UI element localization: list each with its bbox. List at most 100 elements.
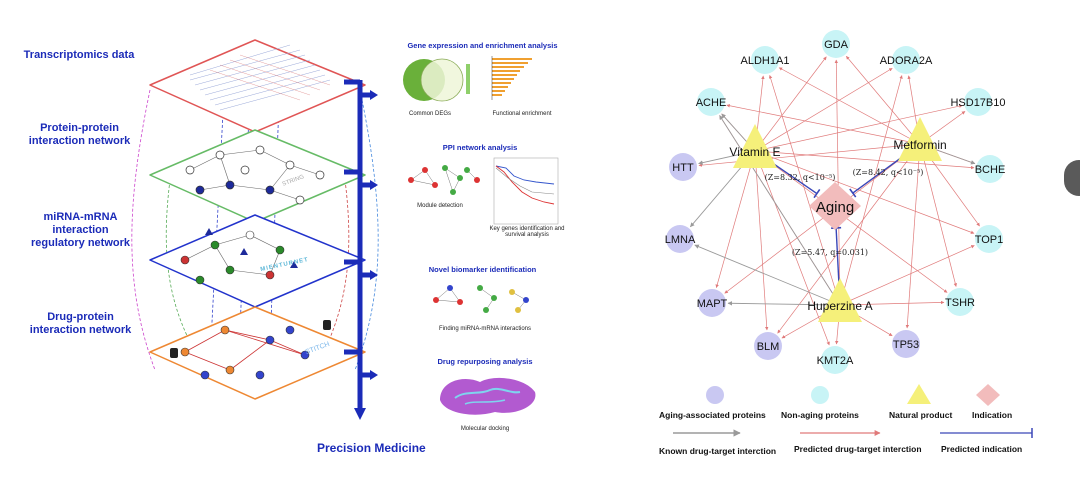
edge-stat-label: (Z=5.47, q=0.031) [792,248,868,257]
svg-text:HTT: HTT [672,162,694,174]
node-hsd17b10[interactable]: HSD17B10 [950,88,1006,116]
svg-text:BCHE: BCHE [975,164,1006,176]
drug-node-vitamin-e[interactable]: Vitamin E [729,124,781,168]
node-bche[interactable]: BCHE [975,155,1006,183]
edge-huperzine-a-aldh1a1 [768,74,841,306]
survival-plot [493,157,559,225]
legend-aging-node-icon [706,386,724,404]
ppi-layer [149,129,366,223]
svg-text:TSHR: TSHR [945,297,975,309]
edge-vitamin-e-adora2a [754,67,893,152]
edge-huperzine-a-mapt [727,301,841,306]
layer-label-drug-protein: Drug-protein interaction network [29,311,132,336]
edge-huperzine-a-adora2a [839,75,903,306]
venn-diagram [403,58,470,102]
edge-huperzine-a-top1 [839,245,975,306]
node-tp53[interactable]: TP53 [892,330,920,358]
side-scroll-handle[interactable] [1064,160,1080,196]
mirna-interaction-network [433,285,529,313]
svg-text:KMT2A: KMT2A [817,355,854,367]
edge-metformin-mapt [724,143,921,294]
mirna-layer [149,214,366,308]
node-aldh1a1[interactable]: ALDH1A1 [741,46,790,74]
edge-vitamin-e-gda [754,56,827,152]
legend-known-label: Known drug-target interction [659,446,777,456]
node-htt[interactable]: HTT [669,153,697,181]
edge-huperzine-a-gda [834,59,841,306]
edge-metformin-blm [777,143,921,334]
edge-stat-label: (Z=8.42, q<10⁻⁵) [853,168,924,177]
drug-node-huperzine-a[interactable]: Huperzine A [807,278,873,322]
svg-text:TOP1: TOP1 [975,234,1004,246]
svg-text:Huperzine A: Huperzine A [807,299,872,313]
edge-metformin-tp53 [905,143,921,329]
precision-medicine-label: Precision Medicine [317,441,426,455]
edge-huperzine-a-tshr [839,300,945,306]
svg-text:Vitamin E: Vitamin E [729,145,780,159]
node-kmt2a[interactable]: KMT2A [817,346,854,374]
legend-natural-product-label: Natural product [889,410,953,420]
molecular-docking-image [440,377,536,415]
module-network [408,165,480,195]
edge-vitamin-e-kmt2a [754,150,830,346]
layer-label-transcriptomics: Transcriptomics data [23,49,135,61]
svg-text:ACHE: ACHE [696,97,727,109]
analysis-title-drug-repurposing: Drug repurposing analysis [437,357,533,366]
edge-metformin-gda [846,55,921,145]
legend-symbols [673,384,1033,438]
node-lmna[interactable]: LMNA [665,225,696,253]
svg-text:TP53: TP53 [893,339,919,351]
caption-common-degs: Common DEGs [408,111,451,117]
caption-molecular-docking: Molecular docking [460,426,510,432]
svg-text:BLM: BLM [757,341,780,353]
svg-text:LMNA: LMNA [665,234,696,246]
indication-node-aging[interactable]: Aging [809,182,861,230]
drug-protein-layer [149,306,366,400]
indication-bar [849,188,857,198]
caption-module-detection: Module detection [417,203,463,209]
edge-vitamin-e-top1 [754,150,975,234]
node-adora2a[interactable]: ADORA2A [880,46,933,74]
edge-vitamin-e-bche [754,150,975,170]
node-mapt[interactable]: MAPT [697,289,728,317]
svg-text:ADORA2A: ADORA2A [880,55,933,67]
layer-stack [131,39,379,400]
edge-metformin-aldh1a1 [778,67,921,145]
legend-predicted-indication-label: Predicted indication [941,444,1023,454]
edge-metformin-htt [698,143,921,167]
node-blm[interactable]: BLM [754,332,782,360]
drug-node-metformin[interactable]: Metformin [893,117,947,161]
analysis-title-ppi: PPI network analysis [442,143,518,152]
node-gda[interactable]: GDA [822,30,850,58]
caption-key-genes: Key genes identification and survival an… [489,226,565,238]
edge-vitamin-e-mapt [715,150,756,288]
legend-predicted-label: Predicted drug-target interction [794,444,922,454]
node-ache[interactable]: ACHE [696,88,727,116]
edge-vitamin-e-tshr [754,150,948,293]
node-top1[interactable]: TOP1 [975,225,1004,253]
edge-metformin-tshr [919,143,957,287]
edge-stat-label: (Z=8.32, q<10⁻⁵) [765,173,836,182]
svg-text:Metformin: Metformin [893,138,946,152]
legend-indication-label: Indication [972,410,1013,420]
edge-vitamin-e-hsd17b10 [754,104,963,152]
svg-text:ALDH1A1: ALDH1A1 [741,55,790,67]
svg-text:HSD17B10: HSD17B10 [950,97,1005,109]
legend-non-aging-label: Non-aging proteins [781,410,859,420]
legend-indication-icon [976,384,1000,406]
analysis-title-biomarker: Novel biomarker identification [428,265,537,274]
layer-label-mirna: miRNA-mRNA interaction regulatory networ… [30,211,131,249]
svg-text:MAPT: MAPT [697,298,728,310]
edge-metformin-ache [726,104,921,145]
svg-text:Aging: Aging [816,199,854,216]
bracket-arrows [344,79,378,420]
layer-label-ppi: Protein-protein interaction network [28,122,131,147]
caption-functional-enrichment: Functional enrichment [492,111,552,117]
drug-repurposing-network: (Z=8.32, q<10⁻⁵) (Z=8.42, q<10⁻⁵) (Z=5.47,… [665,30,1006,374]
legend-natural-product-icon [907,384,931,404]
node-tshr[interactable]: TSHR [945,288,975,316]
edge-huperzine-a-lmna [694,244,841,306]
transcriptomics-layer [149,39,366,133]
legend-aging-label: Aging-associated proteins [659,410,766,420]
caption-mirna-interactions: Finding miRNA-mRNA interactions [438,326,532,332]
